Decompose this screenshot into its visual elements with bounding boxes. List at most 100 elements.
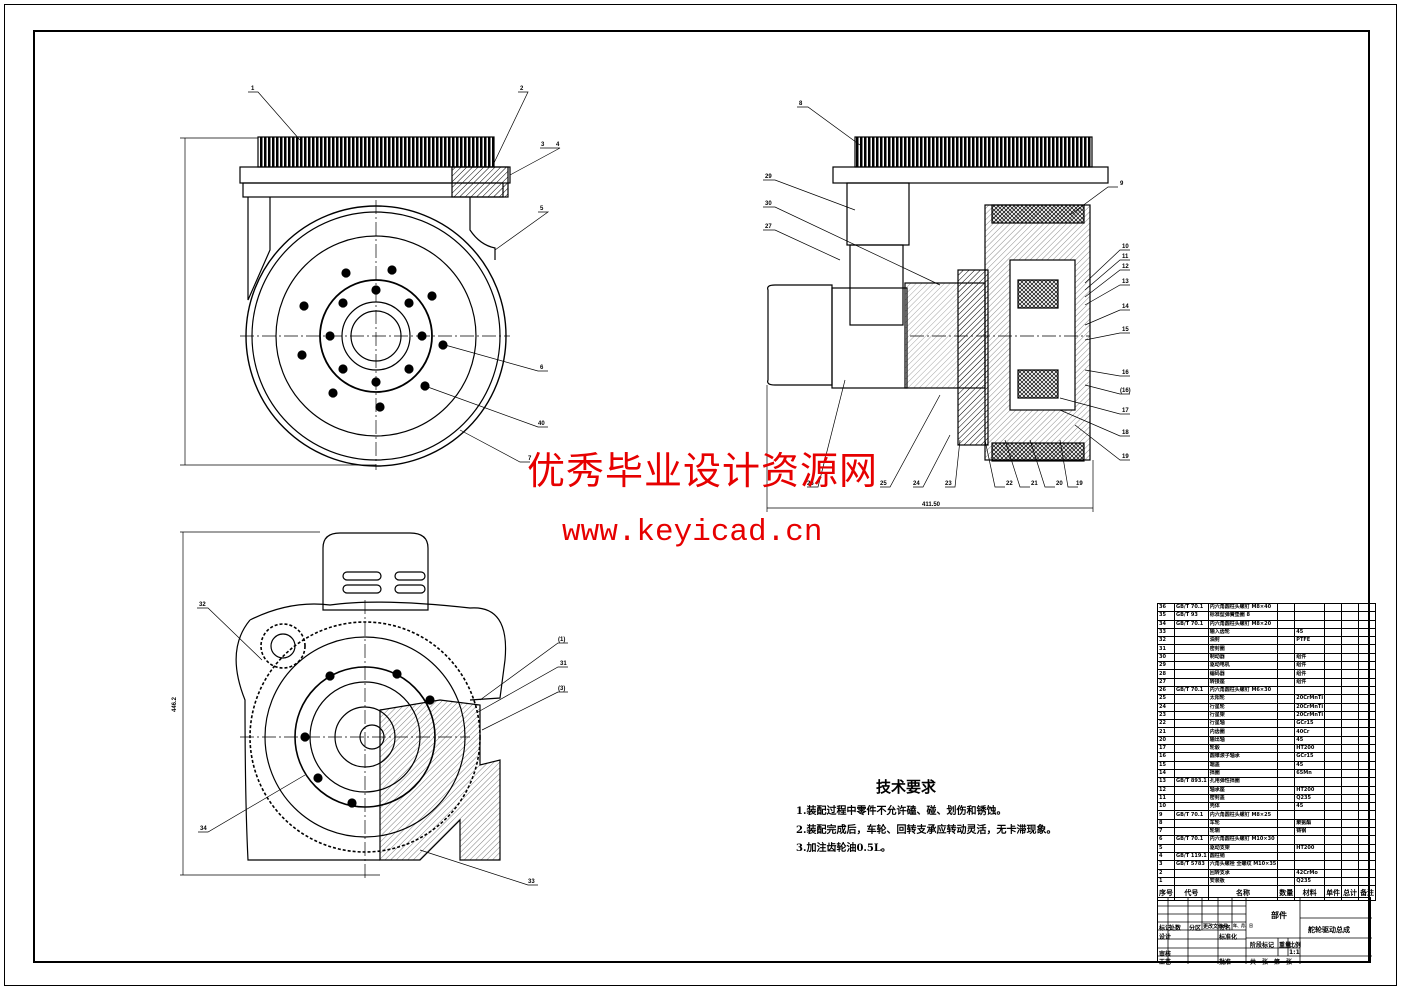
bom-cell-material <box>1294 619 1326 629</box>
bom-cell-unit-weight <box>1324 843 1343 853</box>
dim-side-width: 411.50 <box>922 502 941 508</box>
bom-cell-unit-weight <box>1324 835 1343 845</box>
balloon-11: 11 <box>1122 254 1129 260</box>
bom-cell-qty <box>1277 818 1296 829</box>
bom-cell-unit-weight <box>1324 669 1343 679</box>
bom-cell-qty <box>1277 744 1296 754</box>
balloon-32: 32 <box>199 602 206 608</box>
bom-cell-remarks <box>1358 669 1377 679</box>
bom-cell-qty <box>1277 851 1296 862</box>
top-view <box>180 531 507 880</box>
balloon-34: 34 <box>200 826 207 832</box>
bom-cell-name: 内六角圆柱头螺钉 M8×40 <box>1207 602 1279 613</box>
bom-cell-code <box>1174 876 1209 887</box>
bom-cell-name: 安装板 <box>1207 876 1279 887</box>
bom-cell-qty <box>1277 685 1296 696</box>
bom-cell-material: Q235 <box>1294 876 1326 887</box>
bom-cell-unit-weight <box>1324 860 1343 870</box>
bom-cell-unit-weight <box>1324 777 1343 787</box>
bom-cell-unit-weight <box>1324 785 1343 795</box>
bom-cell-total-weight <box>1341 644 1360 654</box>
sheet-outer-border <box>4 4 1397 986</box>
bom-cell-material: 45 <box>1294 760 1326 770</box>
bom-cell-index: 26 <box>1157 685 1175 696</box>
bom-cell-remarks <box>1358 685 1377 696</box>
bom-cell-name: 编码器 <box>1207 669 1279 679</box>
bom-cell-total-weight <box>1341 685 1360 696</box>
bom-cell-name: 内六角圆柱头螺钉 M8×20 <box>1207 619 1279 629</box>
bom-cell-remarks <box>1358 802 1377 812</box>
sheet-total-label: 共 <box>1250 959 1257 966</box>
bom-cell-qty <box>1277 652 1296 663</box>
bom-cell-code <box>1174 644 1209 654</box>
bom-cell-total-weight <box>1341 826 1360 837</box>
balloon-p1: (1) <box>558 637 565 643</box>
bom-cell-remarks <box>1358 652 1377 663</box>
bom-cell-remarks <box>1358 727 1377 737</box>
bom-cell-unit-weight <box>1324 677 1343 687</box>
balloon-31: 31 <box>560 661 567 667</box>
bom-cell-material <box>1294 611 1326 621</box>
bom-cell-qty <box>1277 611 1296 621</box>
bom-cell-name: 行星轴 <box>1207 719 1279 729</box>
top-view-motor <box>322 532 429 611</box>
stage-label: 阶段标记 <box>1250 942 1275 949</box>
balloon-2: 2 <box>520 86 524 92</box>
bom-cell-code: GB/T 70.1 <box>1174 810 1209 820</box>
bom-cell-index: 1 <box>1157 876 1175 887</box>
balloon-12: 12 <box>1122 264 1129 270</box>
balloon-17: 17 <box>1122 408 1129 414</box>
bom-cell-name: 回转支承 <box>1207 868 1279 878</box>
bom-cell-index: 14 <box>1157 768 1175 779</box>
bom-cell-total-weight <box>1341 843 1360 853</box>
bom-cell-index: 25 <box>1157 694 1175 704</box>
bom-cell-total-weight <box>1341 868 1360 878</box>
bom-cell-qty <box>1277 727 1296 737</box>
bom-cell-material: 20CrMnTi <box>1294 702 1326 712</box>
bom-cell-remarks <box>1358 785 1377 795</box>
bom-cell-material <box>1294 685 1326 696</box>
bom-cell-qty <box>1277 735 1296 746</box>
bom-cell-code <box>1174 843 1209 853</box>
bom-cell-unit-weight <box>1324 636 1343 646</box>
bom-cell-index: 11 <box>1157 793 1175 804</box>
bom-cell-name: 驱动支架 <box>1207 843 1279 853</box>
bom-cell-remarks <box>1358 768 1377 779</box>
bom-cell-name: 内六角圆柱头螺钉 M10×30 <box>1207 835 1279 845</box>
bom-cell-remarks <box>1358 744 1377 754</box>
bom-cell-material <box>1294 777 1326 787</box>
bom-cell-total-weight <box>1341 694 1360 704</box>
bom-cell-total-weight <box>1341 777 1360 787</box>
top-view-leaders <box>197 607 568 886</box>
bom-cell-remarks <box>1358 860 1377 870</box>
bom-cell-index: 21 <box>1157 727 1175 737</box>
bom-cell-code <box>1174 719 1209 729</box>
bom-cell-material <box>1294 835 1326 845</box>
bom-cell-code <box>1174 669 1209 679</box>
bom-cell-material: 40Cr <box>1294 727 1326 737</box>
bom-cell-code: GB/T 119.1 <box>1174 851 1209 862</box>
bom-cell-qty <box>1277 793 1296 804</box>
scale-label: 比例 <box>1289 942 1302 949</box>
bom-cell-unit-weight <box>1324 760 1343 770</box>
balloon-40: 40 <box>538 421 545 427</box>
bom-cell-index: 4 <box>1157 851 1175 862</box>
bom-cell-unit-weight <box>1324 876 1343 887</box>
bom-cell-remarks <box>1358 826 1377 837</box>
bom-cell-unit-weight <box>1324 652 1343 663</box>
bom-cell-name: 六角头螺栓 全螺纹 M10×35 <box>1207 860 1279 870</box>
bom-cell-material: 组件 <box>1294 669 1326 679</box>
bom-cell-total-weight <box>1341 702 1360 712</box>
balloon-1: 1 <box>251 86 255 92</box>
